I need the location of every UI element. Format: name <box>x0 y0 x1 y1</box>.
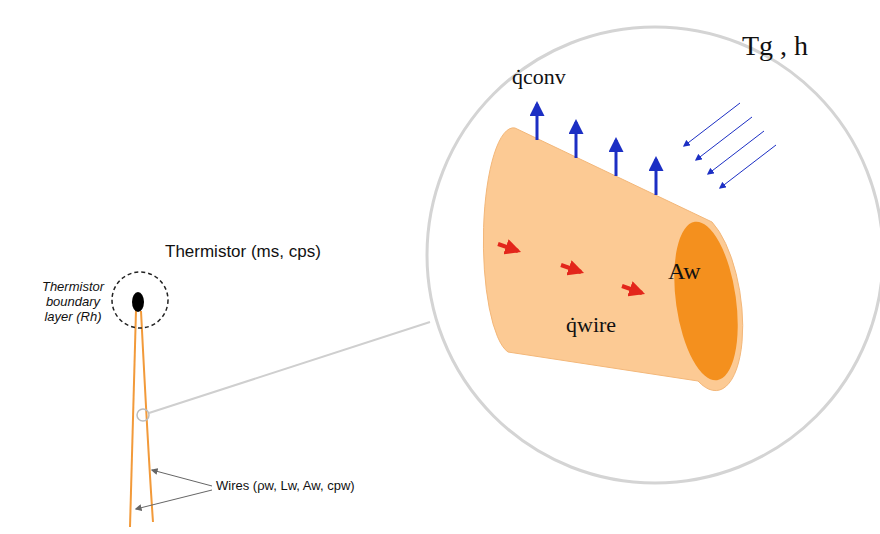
boundary-layer-label: Thermistor boundary layer (Rh) <box>38 280 108 325</box>
boundary-layer <box>112 272 168 328</box>
pointer-arrow <box>152 470 212 486</box>
conduction-arrows <box>498 244 642 293</box>
zoom-leader <box>149 322 430 413</box>
pointer-arrow <box>136 490 212 509</box>
wire-cross-section <box>665 218 747 385</box>
zoom-circle <box>427 27 880 483</box>
wire <box>141 311 153 522</box>
convection-arrows <box>537 104 656 195</box>
wires-label: Wires (ρw, Lw, Aw, cpw) <box>216 479 355 494</box>
thermistor-label: Thermistor (ms, cps) <box>165 242 321 262</box>
area-label: Aw <box>668 258 700 286</box>
wire <box>130 310 136 527</box>
gas-label: Tg , h <box>742 30 808 62</box>
zoom-marker <box>137 409 149 421</box>
thermistor-bead <box>132 292 144 312</box>
conduction-label: q̇wire <box>566 312 616 337</box>
gas-flow-arrows <box>684 103 776 188</box>
convection-label: q̇conv <box>512 64 566 89</box>
